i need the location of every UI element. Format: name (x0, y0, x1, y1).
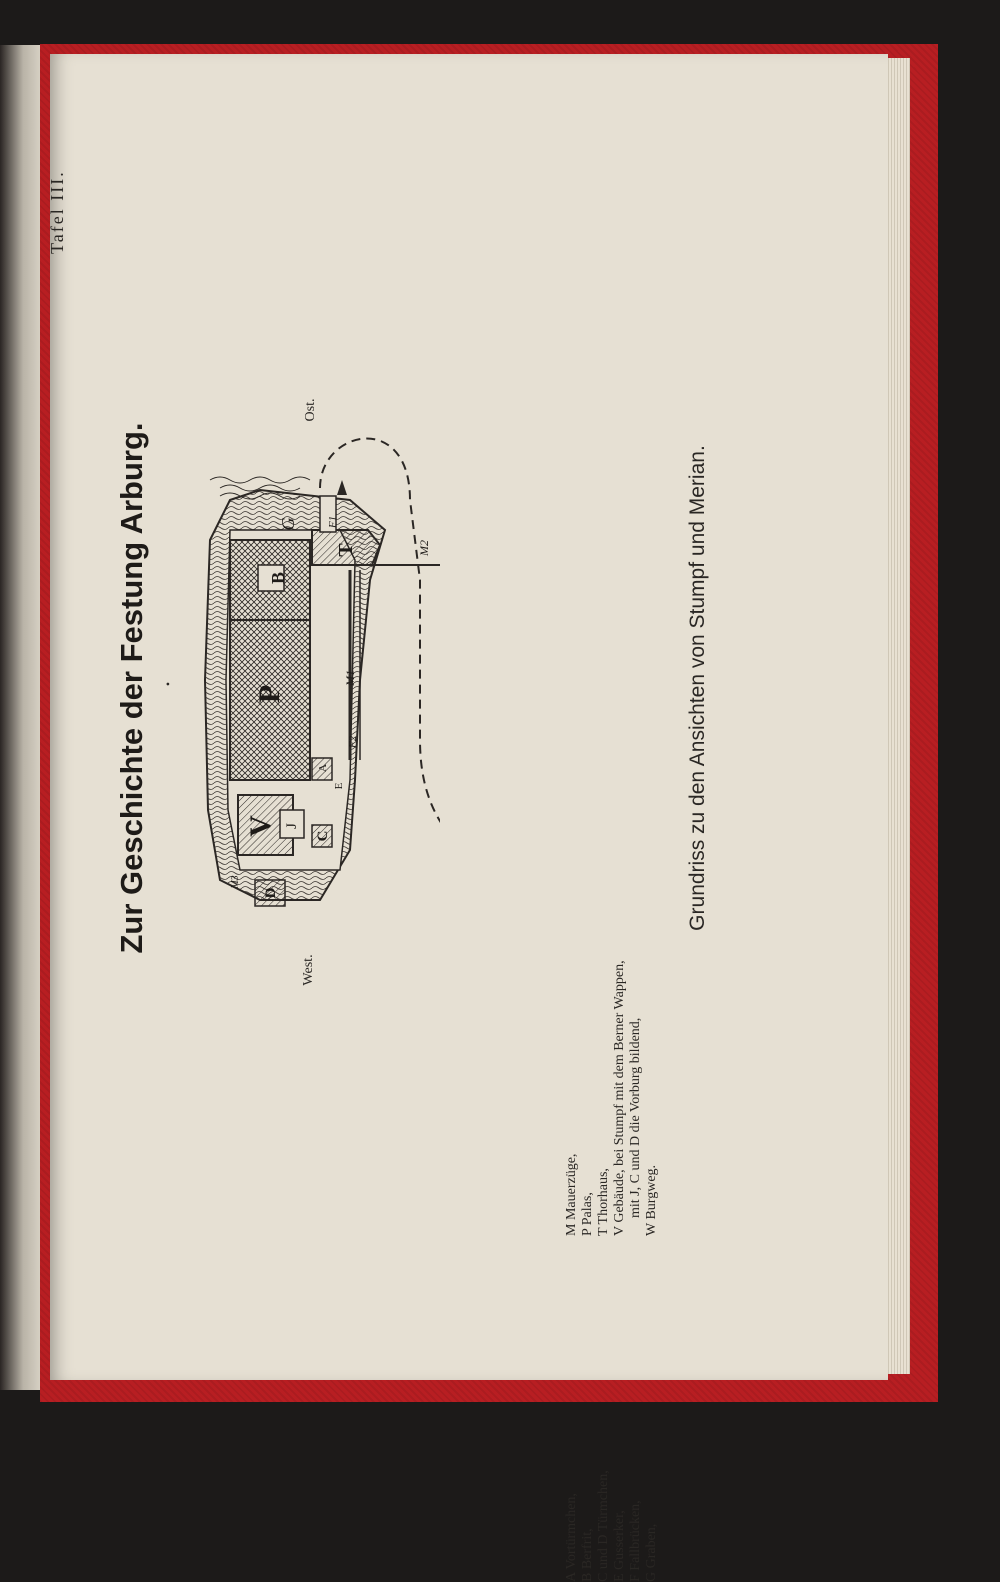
label-b: B (268, 572, 288, 584)
label-e: E (333, 782, 345, 789)
book-page (50, 54, 888, 1380)
legend-right-line-6: W Burgweg. (644, 1164, 659, 1236)
label-j: J (284, 823, 300, 829)
moat-marks (209, 476, 311, 500)
label-f2: F2 (347, 735, 359, 749)
bridge-f1 (319, 495, 337, 533)
label-f1: F1 (327, 516, 339, 529)
label-g: G (278, 518, 298, 531)
legend-right-line-5: mit J, C und D die Vorburg bildend, (628, 1017, 643, 1218)
building-j (279, 809, 305, 839)
title-ornament: • (161, 681, 175, 687)
label-a: A (317, 764, 329, 772)
legend-right-line-1: M Mauerzüge, (564, 1153, 579, 1236)
legend-right-line-3: T Thorhaus, (596, 1168, 611, 1236)
castle-ground-plan: B P T V J C D G W F1 F2 M1 M2 M3 A E (203, 437, 440, 907)
page-title: Zur Geschichte der Festung Arburg. (114, 422, 149, 954)
label-m3: M3 (230, 875, 241, 889)
path-w (319, 437, 440, 823)
tower-a (311, 757, 333, 781)
label-c: C (315, 831, 331, 842)
legend-right-line-4: V Gebäude, bei Stumpf mit dem Berner Wap… (612, 960, 627, 1236)
tower-c (311, 824, 333, 848)
thorhaus (311, 529, 382, 566)
label-m1: M1 (343, 670, 357, 687)
label-v: V (244, 815, 277, 837)
label-m2: M2 (417, 540, 431, 557)
label-t: T (335, 543, 357, 557)
plate-label: Tafel III. (47, 170, 67, 254)
legend-right-line-2: P Palas, (580, 1192, 595, 1236)
label-p: P (253, 685, 286, 703)
legend-left (0, 0, 8, 300)
west-label: West. (301, 954, 316, 986)
label-d: D (263, 887, 279, 898)
left-page-edge (0, 45, 42, 1390)
tower-d (254, 879, 286, 907)
plan-caption: Grundriss zu den Ansichten von Stumpf un… (686, 445, 709, 931)
